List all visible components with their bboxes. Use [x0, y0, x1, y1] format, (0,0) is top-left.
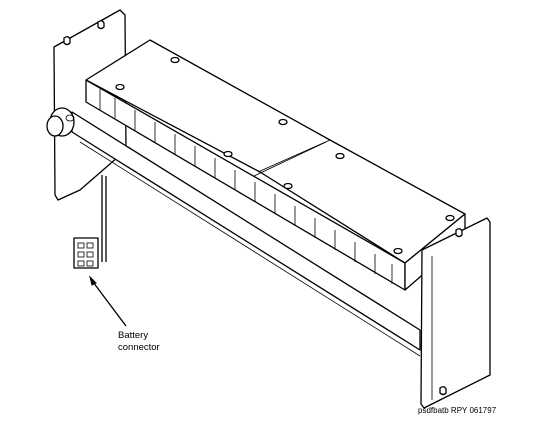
battery-connector-icon: [73, 237, 99, 269]
front-rail-lower-edge: [79, 141, 421, 357]
callout-arrowhead: [89, 275, 97, 286]
right-bracket-plate: [420, 217, 491, 409]
battery-ribs: [99, 89, 393, 284]
mounting-knob: [46, 107, 75, 137]
right-bracket-slot: [455, 228, 463, 238]
cover-seam-2: [253, 141, 327, 177]
battery-connector-label: Battery connector: [118, 330, 160, 354]
figure-id-label: psdfbatb RPY 061797: [418, 406, 497, 415]
battery-connector-label-line1: Battery: [118, 330, 149, 341]
right-bracket-slot-2: [439, 386, 447, 396]
top-cover: [85, 39, 466, 264]
cover-seam: [257, 139, 331, 173]
left-bracket-slot-2: [63, 36, 71, 46]
callout-leader-line: [92, 281, 127, 327]
battery-connector-label-line2: connector: [118, 342, 160, 353]
cover-screws: [115, 56, 455, 255]
left-bracket-slot: [97, 20, 105, 30]
